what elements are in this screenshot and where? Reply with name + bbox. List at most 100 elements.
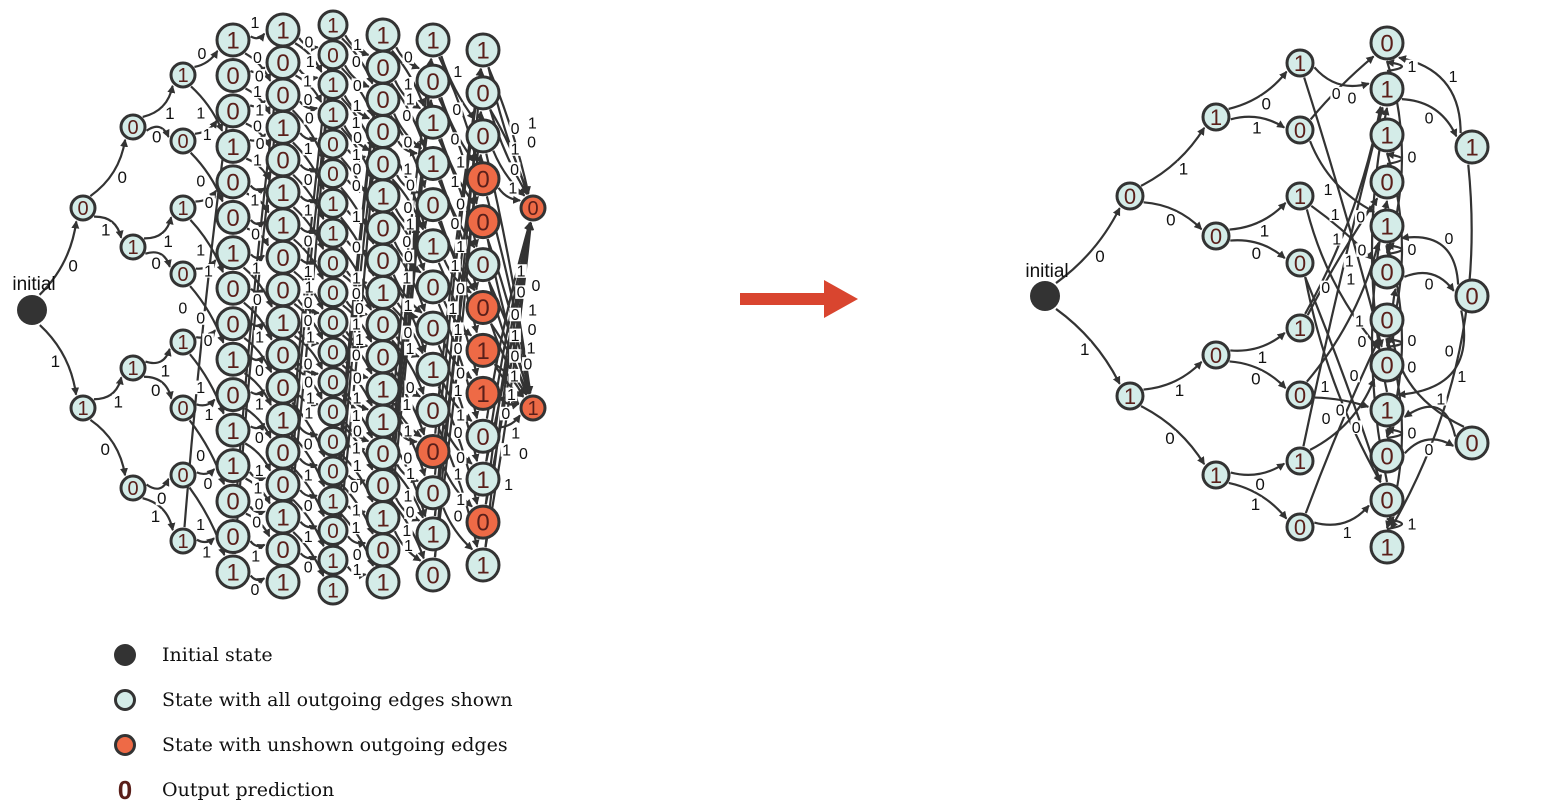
edge-label-group: 0 — [203, 195, 215, 212]
edge-label: 0 — [304, 295, 313, 312]
state-node: 0 — [365, 210, 401, 246]
output-prediction: 1 — [426, 151, 439, 178]
state-node: 0 — [365, 114, 401, 150]
transition-edge — [142, 497, 176, 532]
state-node: 1 — [415, 104, 451, 140]
transition-edge — [299, 552, 318, 564]
transition-edge — [1228, 70, 1288, 110]
transition-edge — [391, 339, 425, 395]
transition-edge — [250, 422, 266, 432]
state-node: 1 — [1369, 208, 1405, 244]
edge-label-group: 0 — [1330, 86, 1342, 103]
transition-edge — [492, 150, 526, 197]
edge-label: 1 — [253, 84, 262, 101]
transition-edge — [1228, 481, 1288, 520]
edge-label-group: 1 — [99, 221, 112, 240]
output-prediction: 0 — [376, 473, 389, 500]
edge-label-group: 0 — [351, 130, 364, 147]
edge-label-group: 1 — [350, 408, 362, 425]
edge-label-group: 1 — [351, 98, 363, 115]
transition-edge — [142, 84, 176, 118]
state-node: 1 — [265, 174, 301, 210]
state-node: 0 — [265, 434, 301, 470]
state-node: 0 — [465, 75, 501, 111]
edge-label-group: 0 — [194, 448, 207, 465]
transition-edge — [1397, 310, 1466, 399]
edge-label: 1 — [504, 477, 513, 494]
edge-label: 1 — [453, 64, 462, 81]
edge-label-group: 0 — [509, 307, 521, 324]
edge-label: 1 — [511, 142, 520, 159]
transition-edge — [93, 376, 124, 401]
edge-label-group: 1 — [507, 181, 519, 198]
edge-label-group: 1 — [49, 352, 62, 371]
edge-label-group: 0 — [303, 34, 315, 51]
output-prediction: 1 — [476, 381, 489, 408]
edge-label-group: 1 — [1406, 517, 1418, 534]
edge-label: 1 — [528, 302, 537, 319]
output-prediction: 1 — [276, 115, 289, 142]
transition-edge — [397, 140, 418, 157]
state-node: 0 — [265, 142, 301, 178]
edge-label: 1 — [304, 203, 313, 220]
edge-label: 1 — [163, 232, 172, 251]
transition-edge — [244, 407, 272, 439]
edge-label: 1 — [253, 480, 262, 497]
edge-label-group: 0 — [402, 249, 415, 266]
edge-label: 1 — [353, 458, 362, 475]
output-prediction: 0 — [1380, 353, 1393, 380]
state-node: 1 — [365, 403, 401, 439]
output-prediction: 1 — [226, 134, 239, 161]
edge-label: 1 — [351, 520, 360, 537]
state-node: 0 — [215, 199, 251, 235]
state-node: 1 — [465, 461, 501, 497]
edge-label: 1 — [255, 330, 264, 347]
edge-label: 0 — [1445, 231, 1454, 248]
edge-label-group: 0 — [449, 216, 461, 233]
edge-label-group: 0 — [253, 68, 266, 85]
transition-edge — [1309, 55, 1375, 121]
edge-label: 1 — [511, 425, 520, 442]
state-node: 0 — [215, 164, 251, 200]
edge-label: 1 — [204, 263, 213, 280]
edge-label: 1 — [528, 115, 537, 132]
edge-label: 1 — [161, 361, 170, 380]
state-node: 0 — [265, 369, 301, 405]
edge-label: 0 — [402, 234, 411, 251]
edge-label-group: 1 — [200, 545, 213, 562]
state-node: 0 — [317, 336, 349, 368]
output-prediction: 1 — [376, 377, 389, 404]
edge-label: 0 — [157, 489, 166, 508]
output-prediction: 0 — [1380, 170, 1393, 197]
edge-label-group: 1 — [253, 396, 266, 413]
state-node: 0 — [1369, 438, 1405, 474]
output-prediction: 0 — [226, 524, 239, 551]
edge-label: 0 — [304, 498, 313, 515]
edge-label: 1 — [352, 317, 361, 334]
shown-state-icon — [114, 688, 136, 711]
transition-edge — [1389, 164, 1473, 530]
edge-label-group: 1 — [194, 517, 207, 534]
output-prediction: 1 — [327, 490, 339, 513]
edge-label: 0 — [304, 437, 313, 454]
state-node: 0 — [1454, 278, 1490, 314]
output-prediction: 0 — [327, 282, 339, 305]
legend-item-unshown: State with unshown outgoing edges — [105, 722, 513, 767]
edge-label: 0 — [1425, 276, 1434, 293]
edge-label: 1 — [1331, 207, 1340, 224]
state-node: 1 — [265, 402, 301, 438]
edge-label-group: 1 — [302, 264, 314, 281]
edge-label: 0 — [456, 281, 465, 298]
edge-label: 1 — [255, 102, 264, 119]
output-prediction: 0 — [177, 398, 188, 420]
state-node: 1 — [169, 527, 197, 555]
edge-label: 0 — [451, 216, 460, 233]
state-node: 0 — [365, 339, 401, 375]
output-prediction: 1 — [476, 467, 489, 494]
transition-edge — [244, 442, 272, 472]
initial-state — [1030, 281, 1060, 311]
edge-label-group: 0 — [499, 406, 512, 423]
edge-label-group: 1 — [454, 492, 467, 509]
output-prediction: 0 — [177, 131, 188, 153]
